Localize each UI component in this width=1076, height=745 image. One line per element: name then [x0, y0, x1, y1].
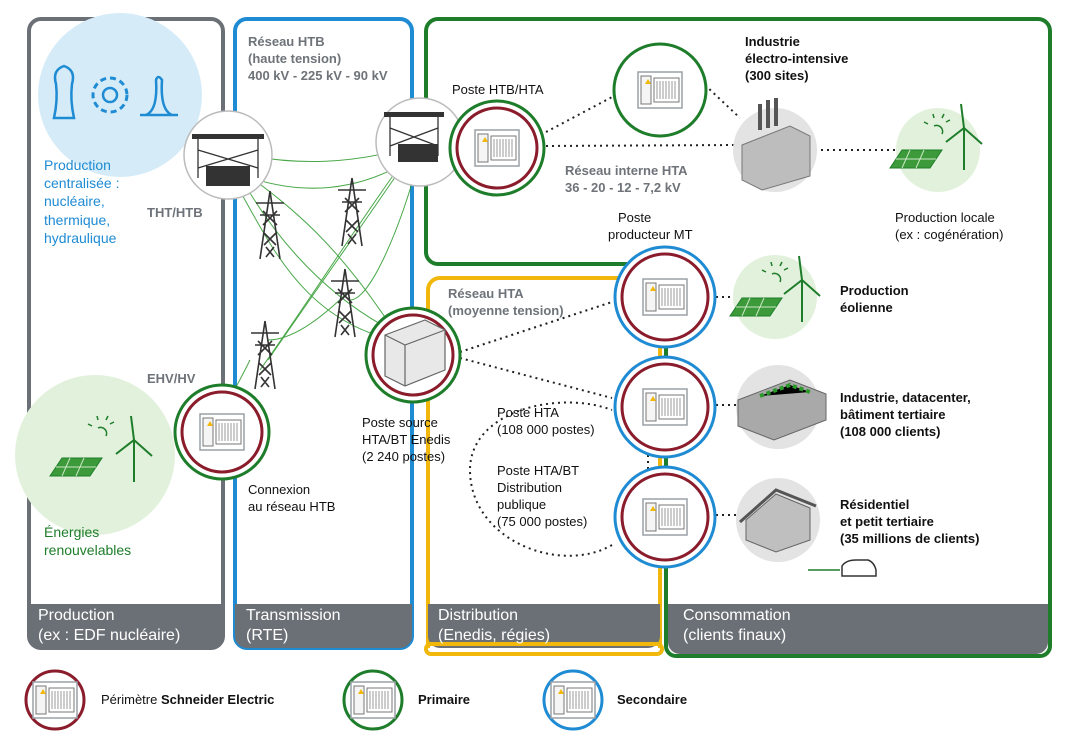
distribution-band: Distribution (Enedis, régies): [438, 607, 551, 644]
reseau-interne-label: Réseau interne HTA 36 - 20 - 12 - 7,2 kV: [565, 163, 688, 195]
poste-producteur-label: Poste producteur MT: [608, 210, 693, 242]
residentiel-label: Résidentiel et petit tertiaire (35 milli…: [840, 497, 980, 546]
production-band: Production (ex : EDF nucléaire): [38, 607, 181, 644]
consommation-band: Consommation (clients finaux): [683, 607, 791, 644]
central-production-label: Production centralisée : nucléaire, ther…: [44, 157, 120, 246]
tht-htb-transformer: [183, 110, 273, 200]
connexion-label: Connexion au réseau HTB: [248, 482, 336, 514]
ehv-hv-label: EHV/HV: [147, 371, 196, 386]
poste-htb-hta-label: Poste HTB/HTA: [452, 82, 544, 97]
legend-primaire-icon: [342, 669, 404, 731]
gear-icon: [91, 76, 129, 114]
legend-perimetre-icon: [24, 669, 86, 731]
transmission-column: [233, 17, 414, 650]
htb-hta-transformer: [375, 97, 465, 187]
poste-source: [364, 306, 462, 404]
transmission-band: Transmission (RTE): [246, 607, 341, 644]
industrie-label: Industrie électro-intensive (300 sites): [745, 34, 849, 83]
distribution-column: [424, 276, 664, 656]
poste-hta: [613, 355, 717, 459]
hta-network-label: Réseau HTA (moyenne tension): [448, 286, 564, 318]
legend-secondaire-icon: [542, 669, 604, 731]
renewables-bubble: [15, 375, 175, 535]
poste-source-label: Poste source HTA/BT Enedis (2 240 postes…: [362, 415, 451, 464]
poste-industrie: [612, 42, 708, 138]
wind-production-bubble: [729, 255, 821, 339]
datacenter-icon: [736, 365, 827, 449]
htb-network-label: Réseau HTB (haute tension) 400 kV - 225 …: [248, 34, 388, 83]
poste-hta-bt: [613, 465, 717, 569]
factory-icon: [733, 98, 817, 192]
legend-perimetre-label: Périmètre Schneider Electric: [101, 692, 275, 707]
connexion-htb: [173, 383, 271, 481]
eolienne-label: Production éolienne: [840, 283, 909, 315]
production-locale-label: Production locale (ex : cogénération): [895, 210, 1004, 242]
poste-producteur-mt: [613, 245, 717, 349]
renewables-label: Énergies renouvelables: [44, 524, 132, 559]
poste-hta-label: Poste HTA (108 000 postes): [497, 405, 595, 437]
poste-hta-bt-label: Poste HTA/BT Distribution publique (75 0…: [497, 463, 588, 529]
local-production-bubble: [889, 103, 983, 192]
consommation-column: [424, 17, 1052, 658]
poste-htb-hta: [448, 99, 546, 197]
nuclear-plant-icon: [52, 64, 76, 120]
legend-primaire-label: Primaire: [418, 692, 471, 707]
industrie-datacenter-label: Industrie, datacenter, bâtiment tertiair…: [840, 390, 971, 439]
legend-secondaire-label: Secondaire: [617, 692, 688, 707]
dam-icon: [140, 75, 178, 117]
house-icon: [736, 478, 820, 562]
central-production-bubble: [38, 13, 202, 177]
ev-car-icon: [808, 559, 877, 577]
tht-htb-label: THT/HTB: [147, 205, 203, 220]
